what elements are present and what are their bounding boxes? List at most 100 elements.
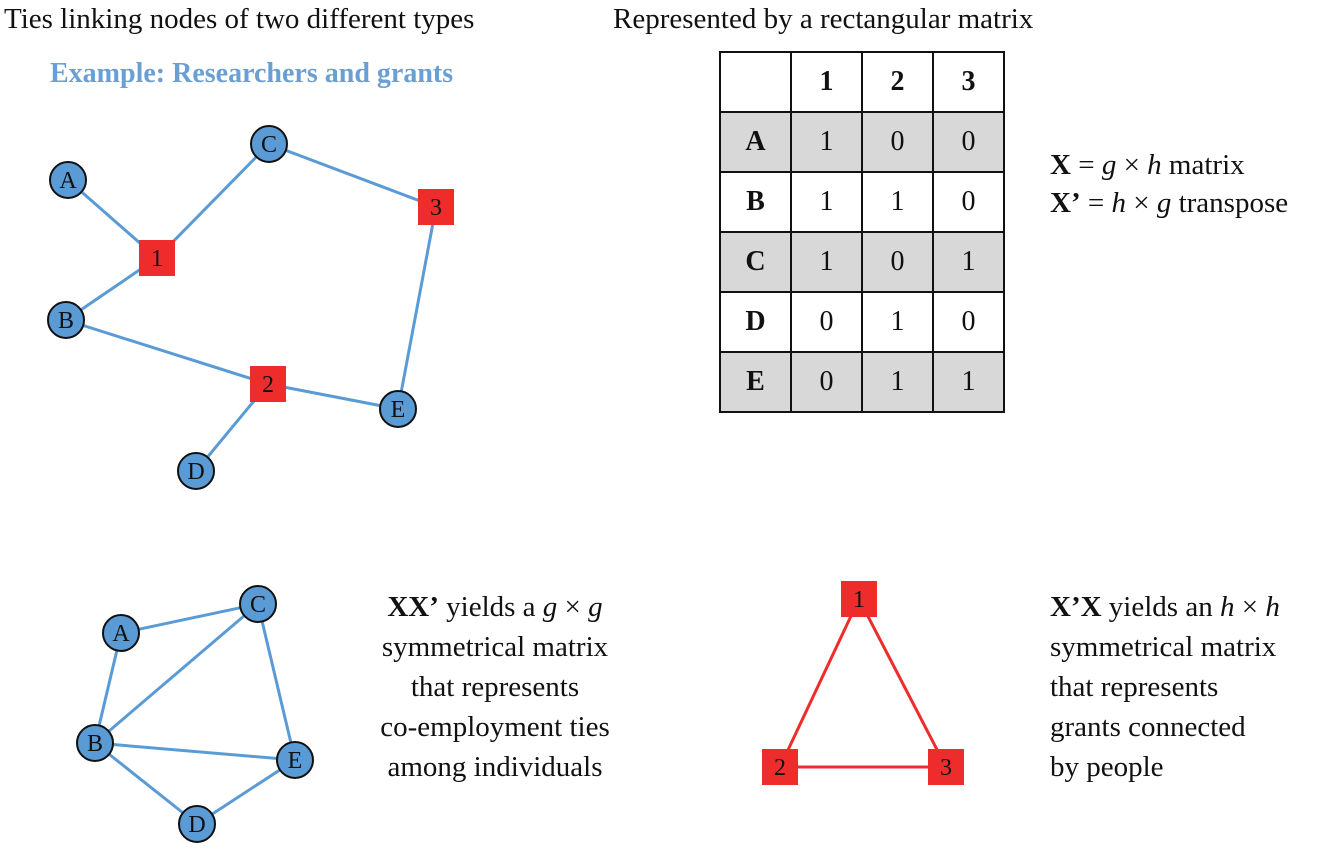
desc-line: co-employment ties [380,711,610,743]
people-projection-edge-B-E [94,741,296,762]
matrix-cell: 1 [932,231,1005,293]
matrix-column-header: 3 [932,51,1005,113]
bipartite-edge-E-3 [396,206,438,410]
desc-text: yields a [438,591,543,623]
right-title: Represented by a rectangular matrix [613,3,1034,35]
matrix-cell: 0 [932,291,1005,353]
people-projection-node-E: E [276,741,314,779]
formula-eq: = [1080,187,1112,219]
matrix-row: A 1 0 0 [719,111,1005,173]
bipartite-node-label: B [58,308,74,334]
matrix-row: E 0 1 1 [719,351,1005,413]
bipartite-edge-B-2 [65,318,269,386]
people-projection-edge-D-E [196,758,296,826]
desc-line: that represents [1050,671,1219,703]
formula-text: transpose [1171,187,1289,219]
desc-dim: h [1265,591,1280,623]
people-projection-node-D: D [178,805,216,843]
matrix-cell: 0 [861,111,934,173]
formula-var: X’ [1050,187,1081,219]
bipartite-node-label: E [391,397,406,423]
matrix-row: B 1 1 0 [719,171,1005,233]
desc-times: × [1234,591,1266,623]
desc-dim: h [1219,591,1235,623]
matrix-header-row: 1 2 3 [719,51,1005,113]
formula-dim: h [1147,149,1162,181]
bipartite-node-label: D [187,459,204,485]
left-title: Ties linking nodes of two different type… [4,3,475,35]
matrix-cell: 1 [790,111,863,173]
incidence-matrix: 1 2 3 A 1 0 0 B 1 1 0 C 1 0 1 D 0 1 0 E … [719,51,1005,413]
people-projection-edge-B-D [94,741,198,826]
desc-line: grants connected [1050,711,1246,743]
grant-projection-node-1: 1 [841,581,877,617]
bipartite-edge-C-1 [155,142,271,260]
formula-dim: h [1111,187,1126,219]
matrix-cell: 1 [790,231,863,293]
bipartite-node-B: B [47,301,85,339]
matrix-column-header: 2 [861,51,934,113]
matrix-row-header: E [719,351,792,413]
people-projection-edge-A-C [120,602,259,635]
matrix-row-header: C [719,231,792,293]
people-projection-node-label: E [288,748,303,774]
bipartite-node-D: D [177,452,215,490]
formula-dim: g [1156,187,1172,219]
bipartite-node-E: E [379,390,417,428]
matrix-cell: 1 [861,351,934,413]
bipartite-edges [65,142,438,472]
matrix-cell: 0 [932,111,1005,173]
matrix-cell: 0 [861,231,934,293]
matrix-corner-cell [719,51,792,113]
bipartite-node-label: 1 [151,246,163,272]
desc-dim: g [588,591,603,623]
desc-bold: XX’ [387,591,439,623]
bipartite-node-3: 3 [418,189,454,225]
bipartite-node-label: 3 [430,195,442,221]
formula-transpose: X’ = h × g transpose [1050,184,1288,222]
formula-times: × [1125,187,1157,219]
matrix-cell: 0 [932,171,1005,233]
people-projection-edge-B-C [94,602,259,745]
desc-times: × [557,591,589,623]
bipartite-edge-C-3 [268,142,437,209]
desc-line: among individuals [387,751,603,783]
grant-projection-node-label: 1 [853,587,865,613]
matrix-cell: 1 [790,171,863,233]
grant-projection-node-label: 2 [774,755,786,781]
desc-line: that represents [410,671,580,703]
people-projection-nodes: A B C D E [76,585,314,843]
matrix-cell: 1 [861,171,934,233]
bipartite-node-A: A [49,161,87,199]
matrix-row-header: A [719,111,792,173]
matrix-row: C 1 0 1 [719,231,1005,293]
formula-dim: g [1101,149,1117,181]
bipartite-node-2: 2 [250,366,286,402]
people-projection-edge-C-E [256,603,297,761]
matrix-row-header: D [719,291,792,353]
example-heading: Example: Researchers and grants [50,58,454,89]
people-projection-node-label: A [112,621,130,647]
matrix-row: D 0 1 0 [719,291,1005,353]
people-projection-node-C: C [239,585,277,623]
grant-projection-description: X’X yields an h × h symmetrical matrix t… [1050,587,1280,787]
formula-text: matrix [1161,149,1245,181]
matrix-cell: 0 [790,351,863,413]
formula-var: X [1050,149,1071,181]
grant-projection-node-2: 2 [762,749,798,785]
desc-text: yields an [1101,591,1220,623]
desc-bold: X’X [1050,591,1102,623]
grant-projection-edge-1-3 [857,598,948,768]
people-projection-description: XX’ yields a g × g symmetrical matrix th… [345,587,645,787]
grant-projection-edge-1-2 [778,598,861,768]
people-projection-node-B: B [76,724,114,762]
bipartite-node-1: 1 [139,240,175,276]
people-projection-node-A: A [102,614,140,652]
people-projection-node-label: B [87,731,103,757]
matrix-cell: 1 [932,351,1005,413]
people-projection-node-label: C [250,592,266,618]
desc-line: by people [1050,751,1164,783]
